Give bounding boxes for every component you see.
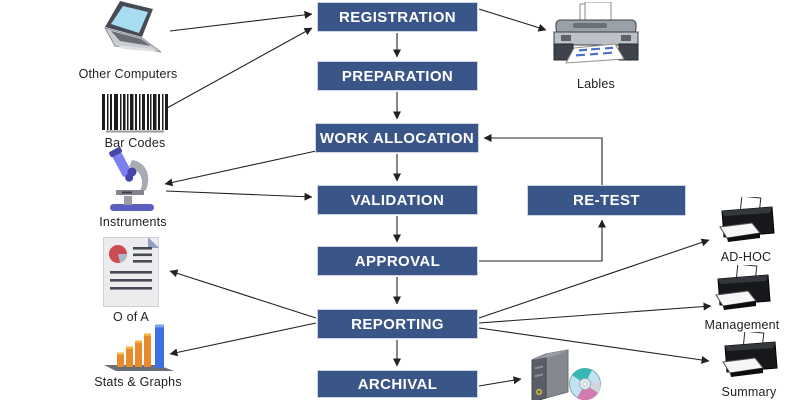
summary-label: Summary	[721, 385, 777, 399]
peripheral-instruments: Instruments	[77, 146, 189, 229]
arrow-registration-to-labels	[478, 8, 547, 32]
node-registration: REGISTRATION	[317, 2, 478, 32]
peripheral-archive-storage	[522, 348, 610, 400]
inkjet-printer-icon	[553, 2, 639, 64]
stats-graphs-label: Stats & Graphs	[94, 375, 182, 389]
instruments-label: Instruments	[99, 215, 167, 229]
laptop-icon	[103, 1, 162, 53]
node-approval: APPROVAL	[317, 246, 478, 276]
node-archival: ARCHIVAL	[317, 370, 478, 398]
bar-chart-icon	[104, 324, 174, 371]
node-reporting: REPORTING	[317, 309, 478, 339]
node-work-allocation: WORK ALLOCATION	[315, 123, 479, 153]
arrow-computers-to-registration	[169, 10, 313, 32]
ad-hoc-label: AD-HOC	[720, 250, 772, 264]
node-validation: VALIDATION	[317, 185, 478, 215]
o-of-a-label: O of A	[113, 310, 149, 324]
node-re-test: RE-TEST	[527, 185, 686, 216]
laser-printer-icon	[715, 265, 771, 310]
arrow-reporting-to-summary	[478, 327, 710, 364]
laser-printer-icon	[722, 332, 778, 377]
node-preparation: PREPARATION	[317, 61, 478, 91]
arrow-workallocation-to-instruments	[164, 150, 317, 187]
arrow-reporting-to-adhoc	[478, 238, 710, 319]
lables-label: Lables	[576, 77, 616, 91]
peripheral-stats-graphs: Stats & Graphs	[82, 324, 194, 389]
peripheral-o-of-a: O of A	[86, 237, 176, 324]
arrow-barcodes-to-registration	[166, 27, 313, 109]
arrow-instruments-to-validation	[165, 190, 313, 201]
peripheral-other-computers: Other Computers	[62, 0, 194, 81]
arrow-archival-to-storage	[478, 376, 522, 387]
bar-codes-label: Bar Codes	[104, 136, 166, 150]
barcode-icon	[102, 94, 168, 133]
arrow-reporting-to-management	[478, 302, 712, 324]
peripheral-lables: Lables	[548, 2, 644, 91]
certificate-document-icon	[103, 237, 159, 307]
other-computers-label: Other Computers	[78, 67, 178, 81]
peripheral-ad-hoc: AD-HOC	[701, 197, 791, 264]
arrow-reporting-to-stats	[169, 322, 317, 357]
peripheral-summary: Summary	[703, 332, 795, 399]
peripheral-bar-codes: Bar Codes	[80, 94, 190, 150]
arrow-approval-to-retest	[479, 219, 606, 262]
peripheral-management: Management	[694, 265, 790, 332]
management-label: Management	[704, 318, 780, 332]
arrow-retest-to-workallocation	[483, 134, 603, 185]
microscope-icon	[109, 147, 154, 211]
laser-printer-icon	[719, 197, 775, 242]
arrow-reporting-to-oofa	[169, 269, 317, 319]
storage-tower-cd-icon	[531, 349, 601, 400]
